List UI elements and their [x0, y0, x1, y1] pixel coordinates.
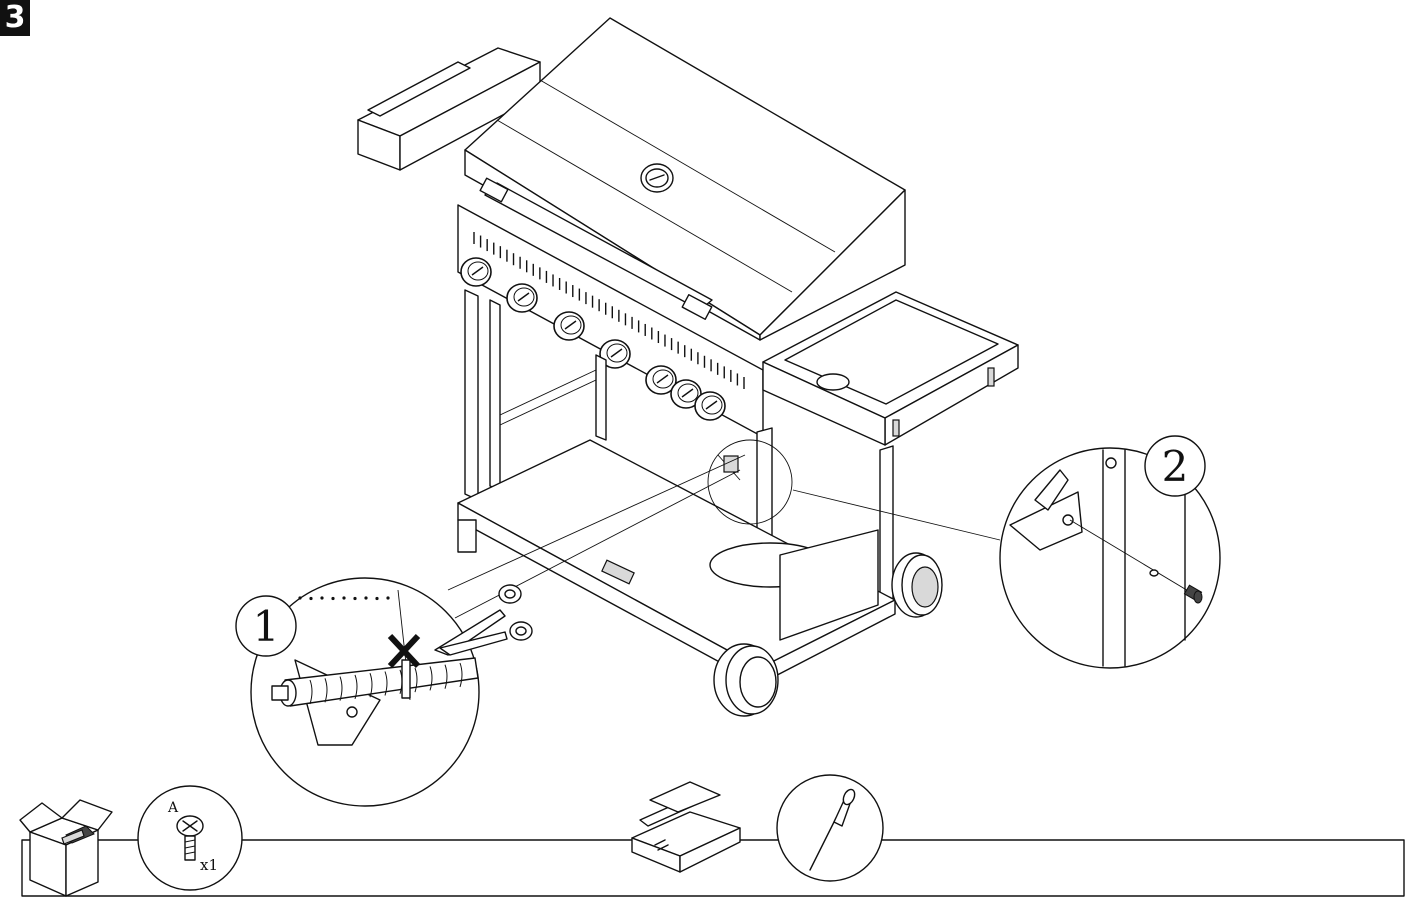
hardware-part-a: A x1 [137, 785, 243, 891]
control-knobs [460, 257, 726, 421]
step-number-badge: 3 [0, 0, 30, 36]
control-knob [506, 283, 538, 313]
leader-line-2 [792, 489, 1001, 541]
cart-frame [457, 289, 896, 685]
callout-bubble-2: 2 [1144, 435, 1206, 497]
right-side-shelf [762, 291, 1019, 446]
callout-bubble-1: 1 [235, 595, 297, 657]
screwdriver-icon [809, 788, 856, 871]
scissors-icon [434, 584, 533, 656]
control-knob [670, 379, 702, 409]
detail-circle-1 [250, 577, 480, 807]
callout-label-2: 2 [1162, 442, 1189, 491]
thermometer [640, 163, 674, 193]
wheel-rear [891, 552, 943, 618]
x-mark-icon [387, 633, 421, 669]
tool-screwdriver [776, 774, 884, 882]
screw-icon [176, 815, 204, 861]
callout-label-1: 1 [253, 602, 280, 651]
wheel-front [713, 643, 779, 717]
control-knob [460, 257, 492, 287]
grill-illustration [357, 17, 1019, 717]
part-letter: A [167, 800, 179, 816]
left-side-shelf [357, 47, 541, 171]
open-box-icon [19, 799, 113, 897]
control-knob [645, 365, 677, 395]
control-knob [553, 311, 585, 341]
control-knob [694, 391, 726, 421]
screw-detail [1183, 584, 1203, 604]
leader-line-1 [447, 454, 746, 591]
detail-circle-2 [999, 447, 1221, 669]
toolbox-icon [631, 781, 741, 873]
control-knob [599, 339, 631, 369]
part-quantity: x1 [200, 856, 218, 874]
lid-handle [479, 177, 713, 320]
